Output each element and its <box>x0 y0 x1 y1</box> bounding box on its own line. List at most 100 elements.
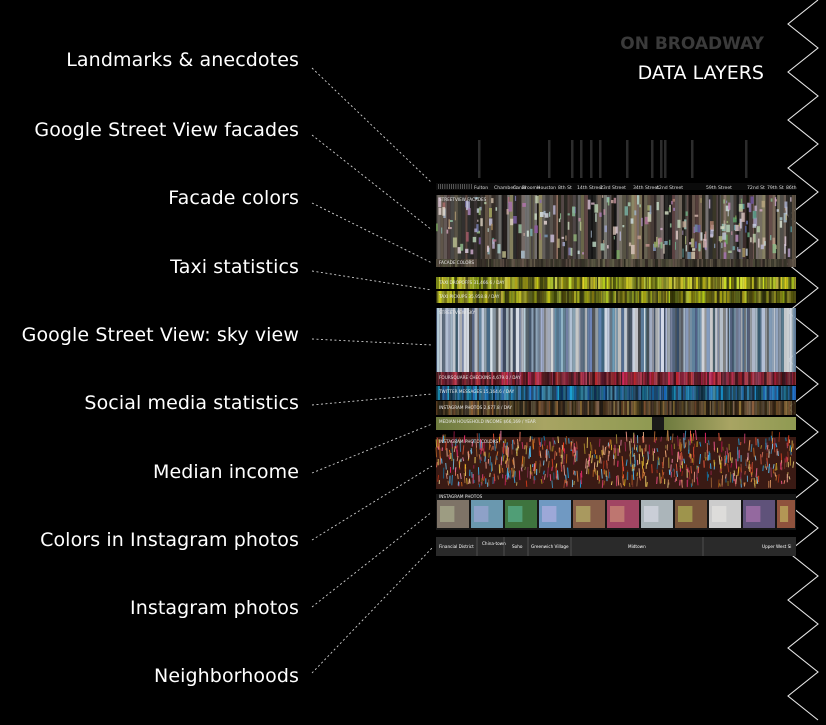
ig-color-stroke <box>441 458 443 464</box>
sky-column <box>678 308 682 372</box>
facade-window <box>672 198 675 202</box>
sky-column <box>728 308 731 372</box>
taxi-pickup-band <box>698 291 701 303</box>
instagram-stat-band <box>697 401 699 415</box>
facade-column <box>718 195 720 259</box>
sky-column <box>442 308 446 372</box>
ig-color-stroke <box>690 465 693 474</box>
facade-window <box>735 224 739 232</box>
facade-window <box>745 248 748 256</box>
taxi-pickup-band <box>646 291 648 303</box>
facade-window <box>750 196 754 204</box>
twitter-band <box>521 386 523 400</box>
median-income-strip <box>436 417 796 430</box>
foursquare-band <box>560 372 562 385</box>
ig-color-stroke <box>600 468 603 479</box>
taxi-dropoff-band <box>641 277 644 289</box>
ig-color-stroke <box>501 467 504 473</box>
twitter-band <box>715 386 717 400</box>
sky-column <box>634 308 639 372</box>
instagram-stat-band <box>571 401 573 415</box>
facade-window <box>631 244 635 255</box>
facade-column <box>480 195 483 259</box>
facade-color-band <box>794 259 796 267</box>
ig-color-stroke <box>451 439 453 449</box>
ig-color-stroke <box>622 476 624 486</box>
facade-color-band <box>474 259 478 267</box>
facade-window <box>779 220 783 228</box>
twitter-band <box>761 386 764 400</box>
facade-column <box>588 195 592 259</box>
instagram-stat-band <box>584 401 587 415</box>
facade-color-band <box>777 259 780 267</box>
facade-color-band <box>584 259 587 267</box>
twitter-band <box>716 386 719 400</box>
facade-window <box>627 202 631 207</box>
twitter-band <box>702 386 706 400</box>
facade-color-band <box>704 259 706 267</box>
ig-color-stroke <box>539 450 542 458</box>
ig-color-stroke <box>671 433 674 443</box>
sky-column <box>531 308 534 372</box>
taxi-dropoff-band <box>608 277 611 289</box>
taxi-pickup-band <box>749 291 753 303</box>
foursquare-band <box>521 372 523 385</box>
ig-color-stroke <box>662 457 665 468</box>
facade-color-band <box>769 259 772 267</box>
ig-color-stroke <box>490 447 493 452</box>
instagram-stat-band <box>725 401 727 415</box>
facade-window <box>544 213 549 218</box>
ig-color-stroke <box>679 442 682 452</box>
ig-color-stroke <box>513 469 515 477</box>
ig-color-stroke <box>472 439 475 444</box>
foursquare-band <box>516 372 518 385</box>
instagram-stat-band <box>780 401 783 415</box>
instagram-stat-band <box>550 401 552 415</box>
instagram-stat-band <box>726 401 729 415</box>
instagram-stat-band <box>698 401 701 415</box>
facade-color-band <box>711 259 713 267</box>
diagram-subtitle: DATA LAYERS <box>637 62 764 84</box>
facade-color-band <box>718 259 721 267</box>
ig-color-stroke <box>500 456 503 466</box>
foursquare-band <box>762 372 764 385</box>
foursquare-band <box>664 372 666 385</box>
facade-window <box>673 207 675 211</box>
taxi-pickup-band <box>485 291 488 303</box>
taxi-dropoff-band <box>580 277 583 289</box>
twitter-band <box>648 386 650 400</box>
twitter-band <box>583 386 585 400</box>
facade-color-band <box>546 259 548 267</box>
taxi-dropoff-band <box>650 277 653 289</box>
facade-window <box>612 226 616 235</box>
foursquare-band <box>647 372 650 385</box>
facade-column <box>783 195 787 259</box>
facade-color-band <box>460 259 464 267</box>
foursquare-band <box>749 372 752 385</box>
instagram-stat-band <box>744 401 747 415</box>
facade-window <box>685 245 687 252</box>
facade-color-band <box>528 259 530 267</box>
layer-label-sky-view: Google Street View: sky view <box>21 324 299 346</box>
foursquare-band <box>480 372 483 385</box>
ig-color-stroke <box>534 475 536 481</box>
facade-column <box>525 195 527 259</box>
taxi-dropoff-band <box>728 277 730 289</box>
taxi-pickup-band <box>633 291 635 303</box>
facade-window <box>442 207 446 216</box>
sky-column <box>553 308 555 372</box>
instagram-stat-band <box>722 401 725 415</box>
facade-color-band <box>677 259 679 267</box>
facade-column <box>647 195 651 259</box>
twitter-band <box>457 386 460 400</box>
facade-window <box>785 214 787 221</box>
twitter-band <box>696 386 699 400</box>
foursquare-band <box>550 372 553 385</box>
taxi-pickup-band <box>689 291 691 303</box>
taxi-dropoff-band <box>493 277 496 289</box>
ig-color-stroke <box>681 479 683 488</box>
facade-window <box>616 250 620 260</box>
facade-color-band <box>688 259 691 267</box>
ig-color-stroke <box>493 439 496 451</box>
instagram-stat-band <box>622 401 625 415</box>
